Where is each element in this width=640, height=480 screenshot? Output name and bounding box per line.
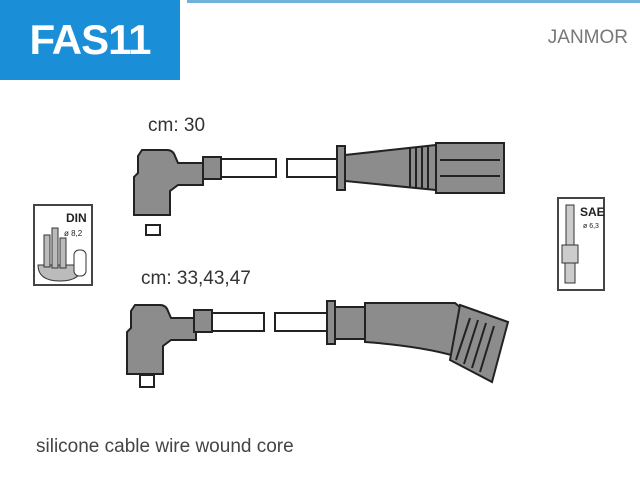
- cable-1-length: cm: 30: [148, 115, 206, 136]
- cable-1: [133, 142, 505, 236]
- svg-text:DIN: DIN: [66, 211, 87, 225]
- cable-2: [126, 300, 510, 388]
- cable-2-length: cm: 33,43,47: [141, 268, 251, 289]
- header-divider: [187, 0, 640, 3]
- part-number-badge: FAS11: [0, 0, 180, 80]
- svg-text:SAE: SAE: [580, 205, 605, 219]
- brand-name: JANMOR: [547, 27, 628, 48]
- svg-text:ø 6,3: ø 6,3: [583, 223, 599, 230]
- svg-text:ø 8,2: ø 8,2: [64, 229, 83, 238]
- product-caption: silicone cable wire wound core: [36, 436, 294, 457]
- din-connector-icon: DIN ø 8,2: [33, 204, 93, 286]
- sae-spark-plug-icon: SAE ø 6,3: [557, 197, 605, 291]
